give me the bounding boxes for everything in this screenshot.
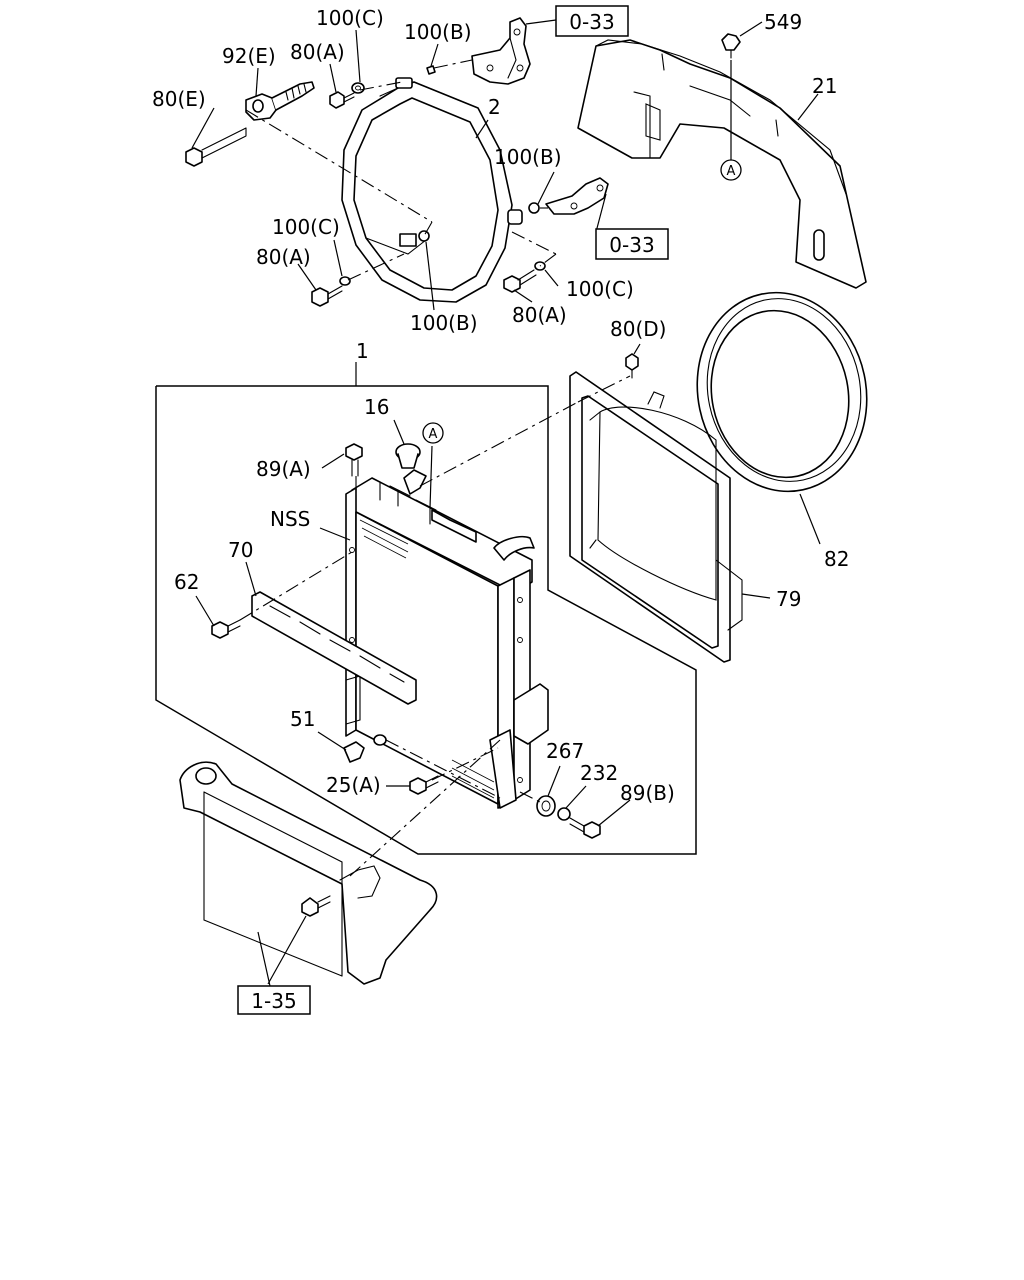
ref-label: 0-33 — [609, 233, 654, 257]
radiator-assembly-outline — [155, 362, 697, 855]
top-fasteners — [185, 33, 741, 307]
label-80e: 80(E) — [152, 87, 206, 111]
part-labels: 100(C) 100(B) 92(E) 80(A) 80(E) 2 100(B)… — [152, 6, 849, 805]
label-1: 1 — [356, 339, 369, 363]
side-bracket — [545, 177, 609, 215]
radiator-core-part — [345, 469, 549, 809]
label-549: 549 — [764, 10, 802, 34]
label-89b: 89(B) — [620, 781, 675, 805]
side-panel-part — [577, 39, 867, 289]
marker-label: A — [429, 427, 438, 442]
label-80a-bottom: 80(A) — [512, 303, 567, 327]
bolt-80d — [625, 353, 639, 379]
bolt-25a — [409, 775, 439, 795]
label-16: 16 — [364, 395, 389, 419]
intercooler-part — [179, 761, 438, 985]
leader-lines — [191, 19, 821, 987]
assembly-alignment-lines — [239, 375, 631, 877]
label-100b-bottom: 100(B) — [410, 311, 478, 335]
label-70: 70 — [228, 538, 253, 562]
label-100c-right: 100(C) — [566, 277, 634, 301]
marker-a-top: A — [720, 159, 742, 181]
fan-shroud-part — [569, 371, 743, 663]
shroud-ring-part — [341, 77, 523, 303]
marker-label: A — [727, 164, 736, 179]
support-bar-part — [251, 591, 417, 705]
upper-bracket — [471, 17, 531, 85]
ref-label: 1-35 — [251, 989, 296, 1013]
drain-cock-part — [343, 734, 387, 763]
fan-ring-part — [696, 291, 868, 493]
label-79: 79 — [776, 587, 801, 611]
label-80a-left: 80(A) — [256, 245, 311, 269]
label-100c-left: 100(C) — [272, 215, 340, 239]
label-100b-right: 100(B) — [494, 145, 562, 169]
mount-hardware — [536, 795, 601, 839]
ref-label: 0-33 — [569, 10, 614, 34]
bolt-89a — [345, 443, 363, 477]
marker-a-mid: A — [422, 422, 444, 444]
bolt-62 — [211, 619, 241, 639]
label-51: 51 — [290, 707, 315, 731]
label-80a-top: 80(A) — [290, 40, 345, 64]
ref-box-0-33-right: 0-33 — [595, 228, 669, 260]
ref-box-1-35: 1-35 — [237, 985, 311, 1015]
label-89a: 89(A) — [256, 457, 311, 481]
label-25a: 25(A) — [326, 773, 381, 797]
label-232: 232 — [580, 761, 618, 785]
label-92e: 92(E) — [222, 44, 276, 68]
top-alignment-lines — [245, 59, 557, 281]
label-100c-top: 100(C) — [316, 6, 384, 30]
label-nss: NSS — [270, 507, 310, 531]
ref-box-0-33-top: 0-33 — [555, 5, 629, 37]
radiator-cap-part — [395, 443, 421, 469]
label-2: 2 — [488, 95, 501, 119]
label-82: 82 — [824, 547, 849, 571]
label-62: 62 — [174, 570, 199, 594]
label-100b-top: 100(B) — [404, 20, 472, 44]
label-267: 267 — [546, 739, 584, 763]
label-80d: 80(D) — [610, 317, 666, 341]
label-21: 21 — [812, 74, 837, 98]
